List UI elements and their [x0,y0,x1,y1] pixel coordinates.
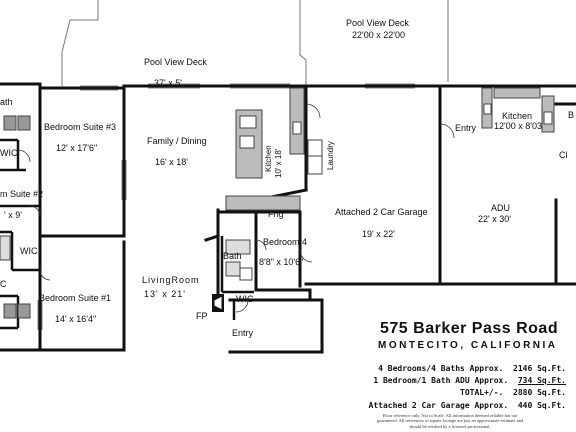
door-swings [17,103,455,313]
garage-label: Attached 2 Car Garage [335,207,428,217]
living-room-dims: 13' x 21' [144,289,186,299]
adu-dims: 22' x 30' [478,214,511,224]
windows [37,83,415,330]
pool-deck-right-label: Pool View Deck [346,18,409,28]
laundry-label: Laundry [326,141,335,170]
adu-label: ADU [491,203,511,213]
bedroom-4-label: Bedroom 4 [263,237,308,247]
bedroom-4-dims: 8'8" x 10'6" [259,257,304,267]
bedroom-suite-2-label: m Suite #2 [0,189,44,199]
kitchen-fixtures [225,87,323,211]
bedroom-suite-2-dims: ' x 9' [4,210,22,220]
deck-width-dims: 37' x 5' [154,78,182,88]
kitchen-main-dims: 10' x 18' [274,148,283,178]
living-room-label: LivingRoom [142,275,200,285]
adu-kitchen-fixtures [481,87,555,133]
stat-row-2: 1 Bedroom/1 Bath ADU Approx. 734 Sq.Ft. [373,376,566,385]
stat-value: 2880 Sq.Ft. [513,388,566,397]
exterior-walls [0,82,576,354]
stat-value: 2146 Sq.Ft. [513,364,566,373]
pool-deck-left-label: Pool View Deck [144,57,207,67]
stat-label: 1 Bedroom/1 Bath ADU Approx. [373,376,509,385]
frig-label: Frig [268,209,284,219]
stat-label: TOTAL+/-. [460,388,504,397]
stat-row-1: 4 Bedrooms/4 Baths Approx. 2146 Sq.Ft. [378,364,566,373]
stat-value: 440 Sq.Ft. [517,401,566,410]
pool-deck-right-dims: 22'00 x 22'00 [352,30,405,40]
adu-cl-label: Cl [559,150,568,160]
bath-b4-label: Bath [223,251,242,261]
fireplace-shape [212,294,224,312]
stat-row-3: TOTAL+/-. 2880 Sq.Ft. [460,388,566,397]
wic-upper-label: WIC [0,148,18,158]
property-address: 575 Barker Pass Road [380,320,559,337]
bedroom-suite-3-label: Bedroom Suite #3 [44,122,117,132]
kitchen-main-label: Kitchen [264,145,273,172]
adu-kitchen-label: Kitchen [502,111,533,121]
bedroom-suite-1-label: Bedroom Suite #1 [39,293,112,303]
stat-label: Attached 2 Car Garage Approx. [368,401,509,410]
garage-dims: 19' x 22' [362,229,395,239]
family-dining-label: Family / Dining [147,136,207,146]
stat-label: 4 Bedrooms/4 Baths Approx. [378,364,504,373]
adu-b-label: B [568,110,575,120]
adu-entry-label: Entry [455,123,477,133]
entry-main-label: Entry [232,328,254,338]
family-dining-dims: 16' x 18' [155,157,188,167]
bath-top-label: ath [0,97,13,107]
bath-fixtures [0,115,253,319]
fireplace-label: FP [196,311,208,321]
wic-mid-label: WIC [20,246,38,256]
bedroom-suite-1-dims: 14' x 16'4" [55,314,97,324]
interior-walls [0,138,254,330]
disclaimer: Floor reference only. Not to Scale. All … [376,413,524,429]
deck-outlines [61,0,449,86]
property-city: MONTECITO, CALIFORNIA [378,340,558,351]
bedroom-suite-3-dims: 12' x 17'6" [56,143,98,153]
wic-lower-label: WIC [236,294,254,304]
left-c-label: C [0,279,7,289]
adu-kitchen-dims: 12'00 x 8'03 [494,121,542,131]
stat-value: 734 Sq.Ft. [517,376,566,385]
stat-row-4: Attached 2 Car Garage Approx. 440 Sq.Ft. [369,401,567,410]
